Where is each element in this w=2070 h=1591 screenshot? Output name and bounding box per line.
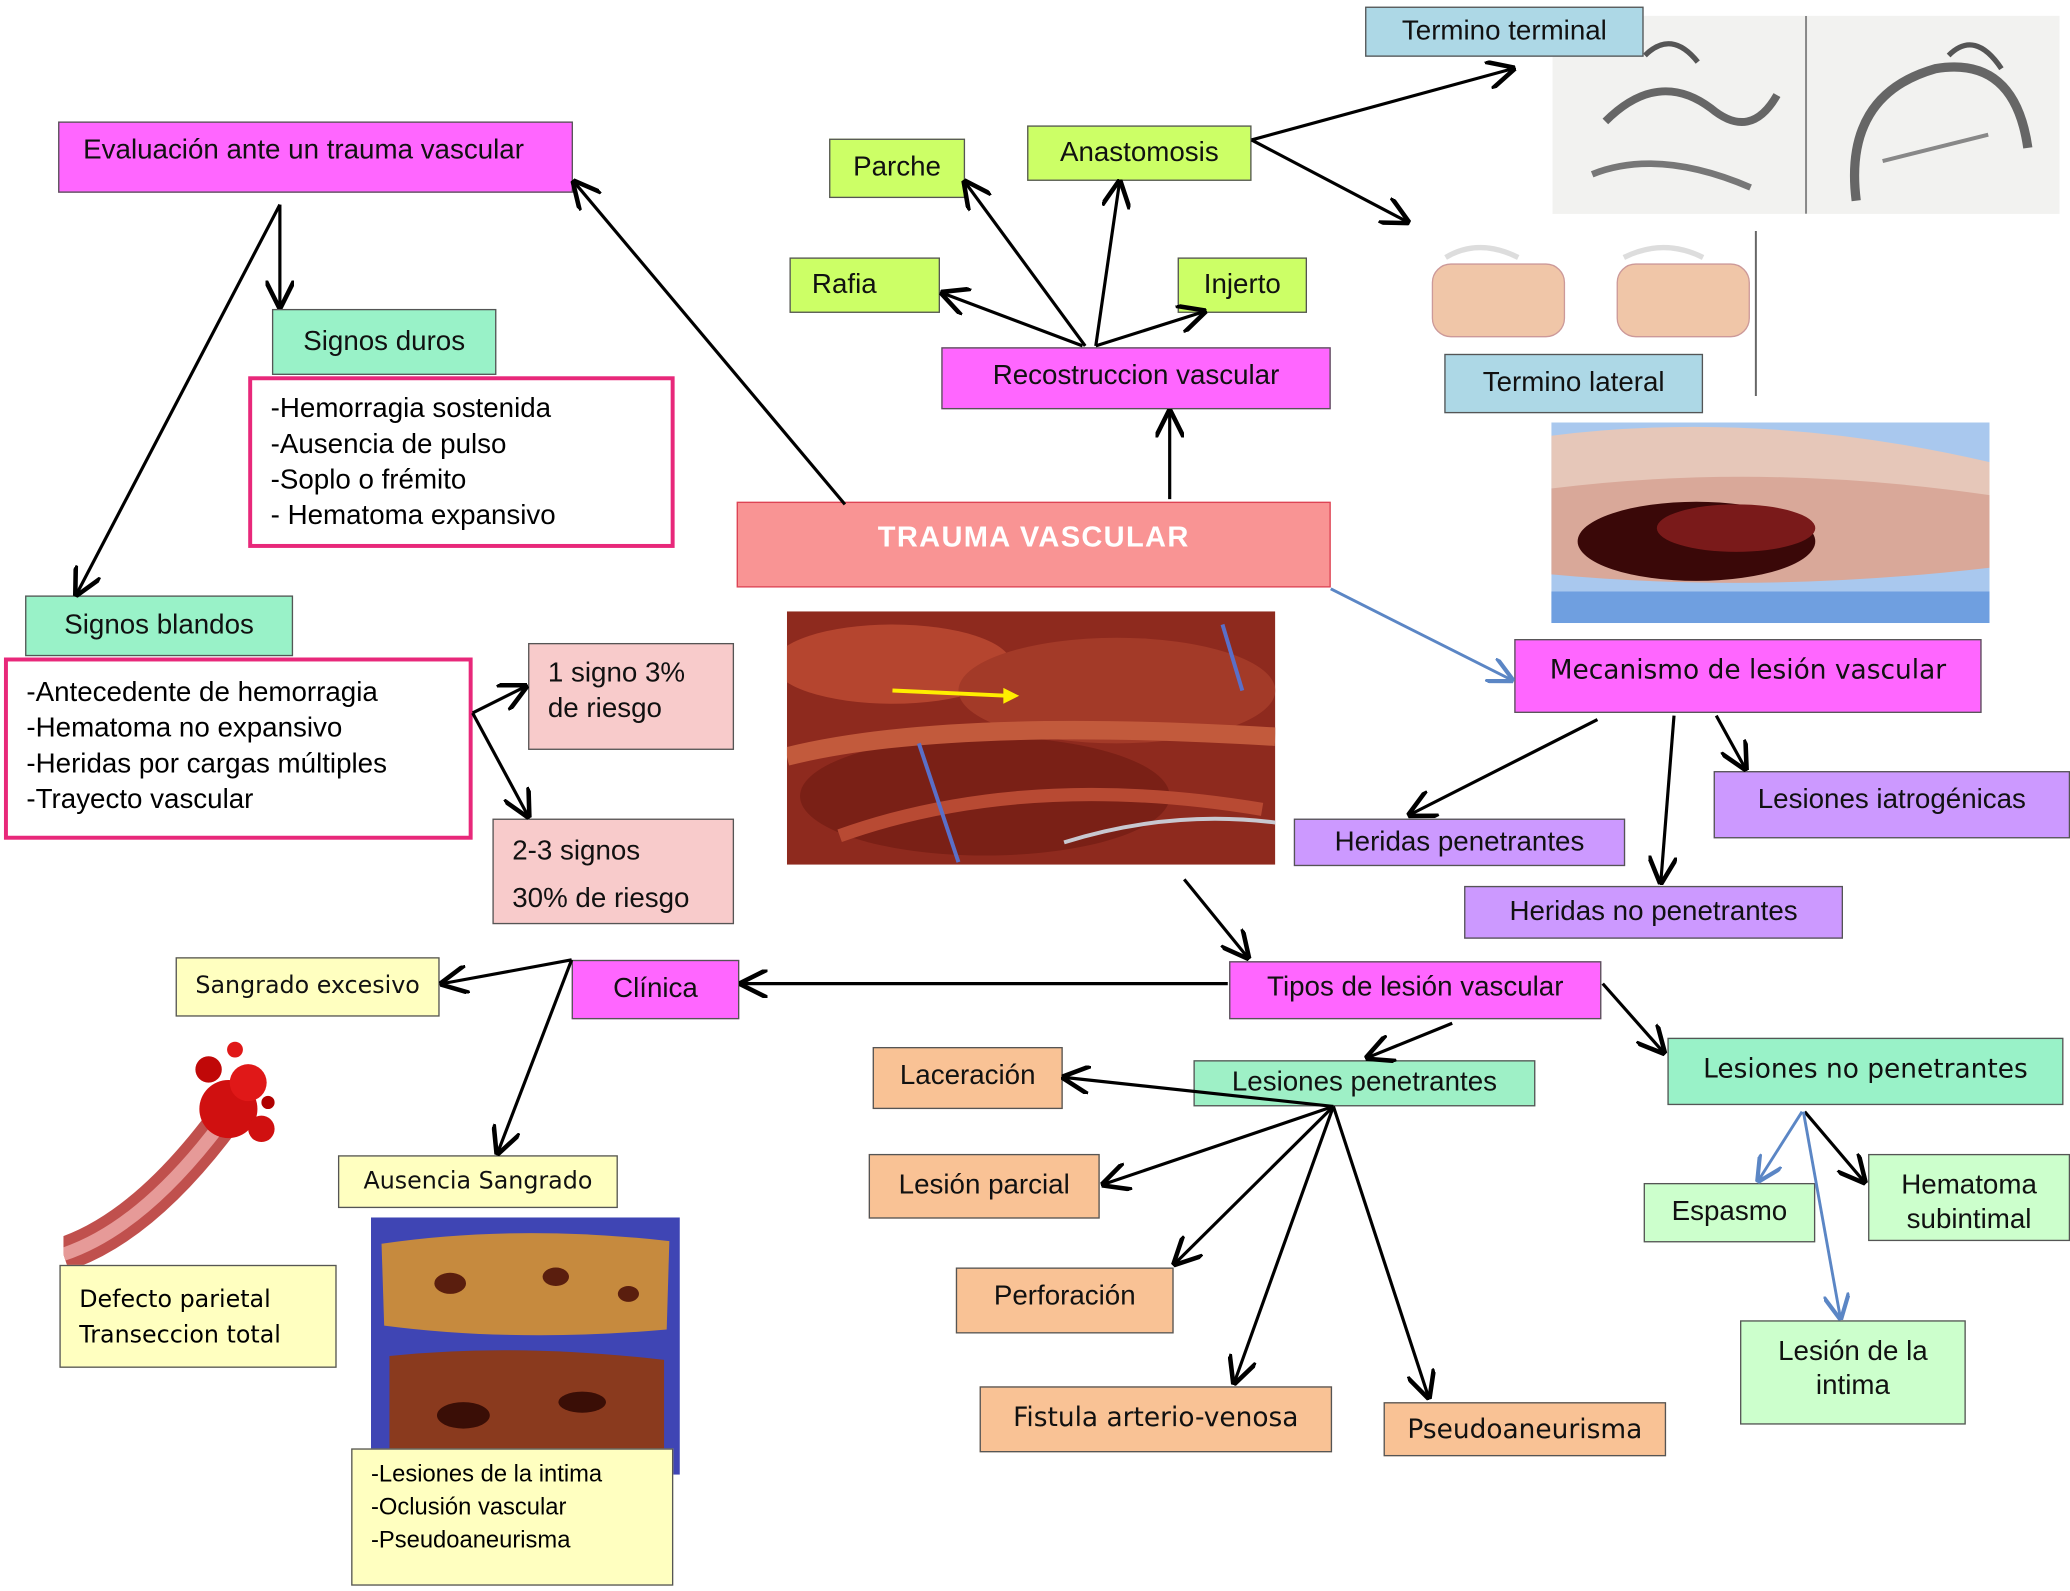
arrow-reconstruction-to-patch (965, 182, 1087, 347)
arrow-penetrating-to-partial (1104, 1104, 1334, 1184)
clinic-title: Clínica (571, 959, 740, 1020)
arrow-mechanism-to-penetrating (1410, 718, 1599, 815)
excessive-bleeding-findings: Defecto parietal Transeccion total (59, 1264, 337, 1368)
arterial-specimen-photo (370, 1217, 680, 1475)
subintimal-hematoma-item: Hematoma subintimal (1868, 1153, 2070, 1242)
penetrating-lesions-title: Lesiones penetrantes (1193, 1060, 1536, 1107)
arrow-anastomosis-to-end-to-end (1251, 69, 1513, 142)
no-bleeding-finding-item: -Lesiones de la intima (370, 1460, 603, 1487)
risk-one-line: de riesgo (547, 693, 662, 724)
perforation-item: Perforación (955, 1267, 1174, 1334)
risk-one-sign: 1 signo 3% de riesgo (528, 642, 735, 750)
arrow-non-penetrating-to-hematoma (1803, 1110, 1864, 1182)
mechanism-title: Mecanismo de lesión vascular (1514, 639, 1982, 713)
hard-signs-title: Signos duros (271, 308, 497, 375)
no-bleeding-findings: -Lesiones de la intima -Oclusión vascula… (351, 1448, 674, 1586)
soft-signs-title: Signos blandos (25, 595, 294, 657)
arrow-reconstruction-to-anastomosis (1094, 182, 1120, 347)
end-to-side-label: Termino lateral (1444, 353, 1704, 414)
arrow-main-to-mechanism (1330, 587, 1512, 680)
reconstruction-title: Recostruccion vascular (941, 347, 1331, 410)
arrow-soft-to-risk-many (471, 712, 528, 816)
spasm-item: Espasmo (1643, 1182, 1816, 1243)
arrow-photo-to-lesion-types (1182, 878, 1247, 957)
risk-many-line: 2-3 signos (512, 835, 641, 867)
hard-sign-item: -Ausencia de pulso (270, 429, 507, 460)
soft-sign-item: -Hematoma no expansivo (26, 712, 343, 744)
arrow-reconstruction-to-raphy (943, 293, 1084, 348)
excessive-bleeding-label: Sangrado excesivo (175, 957, 440, 1017)
leg-wound-photo (1551, 422, 1990, 624)
patch-option: Parche (829, 138, 966, 199)
evaluation-title: Evaluación ante un trauma vascular (58, 121, 573, 193)
hard-signs-list: -Hemorragia sostenida -Ausencia de pulso… (248, 376, 675, 548)
penetrating-wounds: Heridas penetrantes (1293, 818, 1626, 867)
arrow-penetrating-to-pseudoaneurysm (1331, 1105, 1428, 1396)
soft-sign-item: -Antecedente de hemorragia (26, 677, 378, 708)
arrow-reconstruction-to-graft (1095, 312, 1204, 348)
fistula-item: Fistula arterio-venosa (979, 1386, 1333, 1453)
arrow-clinic-to-no-bleeding (498, 959, 574, 1153)
risk-many-signs: 2-3 signos 30% de riesgo (492, 818, 735, 925)
subintimal-hematoma-label: Hematoma subintimal (1901, 1169, 2037, 1235)
hard-sign-item: - Hematoma expansivo (270, 500, 556, 531)
arrow-penetrating-to-fistula (1234, 1105, 1335, 1382)
excessive-finding-item: Defecto parietal (79, 1285, 271, 1314)
soft-signs-list: -Antecedente de hemorragia -Hematoma no … (3, 657, 473, 840)
partial-lesion-item: Lesión parcial (868, 1153, 1100, 1219)
anastomosis-option: Anastomosis (1027, 125, 1252, 181)
intima-lesion-label: Lesión de la intima (1778, 1336, 1928, 1402)
iatrogenic-lesions: Lesiones iatrogénicas (1713, 771, 2070, 839)
soft-sign-item: -Heridas por cargas múltiples (26, 748, 387, 779)
graft-option: Injerto (1177, 257, 1307, 313)
arrow-lesion-types-to-penetrating (1368, 1021, 1453, 1057)
bleeding-vessel-illustration (63, 1030, 287, 1268)
lesion-types-title: Tipos de lesión vascular (1229, 961, 1602, 1020)
risk-one-line: 1 signo 3% (547, 657, 686, 688)
arrow-lesion-types-to-non-penetrating (1601, 982, 1664, 1053)
non-penetrating-wounds: Heridas no penetrantes (1464, 885, 1843, 939)
arrow-anastomosis-to-end-to-side (1250, 138, 1408, 222)
no-bleeding-finding-item: -Oclusión vascular (370, 1493, 567, 1520)
arrow-penetrating-to-perforation (1175, 1105, 1335, 1263)
non-penetrating-lesions-title: Lesiones no penetrantes (1667, 1037, 2064, 1106)
arrow-mechanism-to-iatrogenic (1714, 714, 1745, 769)
arrow-soft-to-risk-one (471, 687, 526, 715)
hard-sign-item: -Soplo o frémito (270, 464, 467, 496)
raphy-option: Rafia (789, 257, 940, 313)
excessive-finding-item: Transeccion total (79, 1321, 281, 1350)
risk-many-line: 30% de riesgo (512, 883, 690, 914)
arrow-mechanism-to-non-penetrating (1661, 715, 1674, 882)
end-to-end-label: Termino terminal (1365, 6, 1644, 57)
intima-lesion-item: Lesión de la intima (1740, 1320, 1966, 1425)
soft-sign-item: -Trayecto vascular (26, 784, 254, 815)
arrow-clinic-to-excessive (442, 958, 572, 984)
no-bleeding-label: Ausencia Sangrado (337, 1155, 618, 1209)
main-title: TRAUMA VASCULAR (736, 501, 1331, 588)
no-bleeding-finding-item: -Pseudoaneurisma (370, 1526, 571, 1553)
laceration-item: Laceración (872, 1046, 1063, 1110)
pseudoaneurysm-item: Pseudoaneurisma (1383, 1402, 1667, 1457)
hard-sign-item: -Hemorragia sostenida (270, 393, 552, 424)
surgical-field-photo (786, 611, 1276, 865)
arrow-non-penetrating-to-spasm (1759, 1110, 1804, 1181)
